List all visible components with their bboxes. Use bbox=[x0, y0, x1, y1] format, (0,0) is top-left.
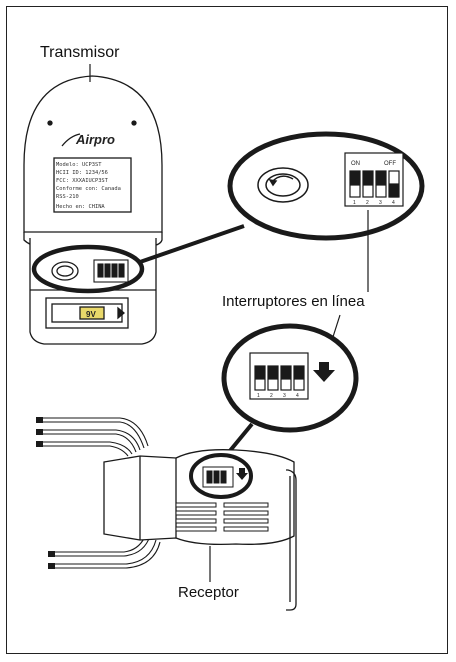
label-line: Hecho en: CHINA bbox=[56, 204, 105, 210]
dip-label-on: ON bbox=[351, 161, 360, 167]
battery-label: 9V bbox=[86, 310, 96, 319]
transmitter-label-text: Transmisor bbox=[40, 44, 119, 62]
dip-number: 4 bbox=[392, 200, 395, 206]
dip-number: 2 bbox=[366, 200, 369, 206]
dip-number: 2 bbox=[270, 393, 273, 399]
brand-logo: Airpro bbox=[75, 132, 115, 147]
label-line: HCII ID: 1234/56 bbox=[56, 170, 108, 176]
dip-label-off: OFF bbox=[384, 161, 396, 167]
inline-switches-label-text: Interruptores en línea bbox=[222, 293, 365, 310]
dip-number: 3 bbox=[283, 393, 286, 399]
transmitter bbox=[24, 76, 162, 344]
wire-tips bbox=[36, 417, 55, 569]
dip-number: 4 bbox=[296, 393, 299, 399]
transmitter-dip-switch bbox=[94, 260, 128, 282]
dip-number: 3 bbox=[379, 200, 382, 206]
dip-number: 1 bbox=[353, 200, 356, 206]
label-line: FCC: XXXAIUCP3ST bbox=[56, 178, 109, 184]
label-line: Conforme con: Canada bbox=[56, 186, 121, 192]
dip-number: 1 bbox=[257, 393, 260, 399]
label-line: RSS-210 bbox=[56, 194, 79, 200]
label-line: Modelo: UCP3ST bbox=[56, 162, 102, 168]
receiver-label-text: Receptor bbox=[178, 584, 239, 601]
receiver-dip-switch bbox=[203, 467, 233, 487]
